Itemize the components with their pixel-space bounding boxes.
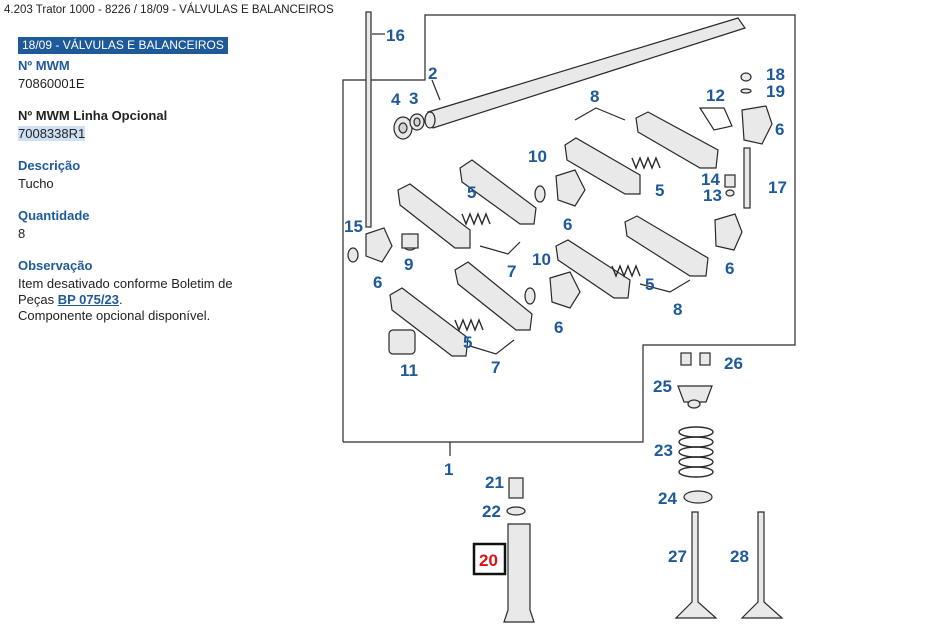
callout-9[interactable]: 9 [404, 255, 413, 274]
section-badge: 18/09 - VÁLVULAS E BALANCEIROS [18, 37, 228, 54]
highlighted-callout-20[interactable]: 20 [472, 542, 507, 576]
callout-19[interactable]: 19 [766, 82, 785, 101]
callout-28[interactable]: 28 [730, 547, 749, 566]
callout-3[interactable]: 3 [409, 89, 418, 108]
callout-12[interactable]: 12 [706, 86, 725, 105]
callout-7[interactable]: 7 [491, 358, 500, 377]
observation-text: Item desativado conforme Boletim de Peça… [18, 276, 258, 324]
callout-6[interactable]: 6 [725, 259, 734, 278]
callout-10[interactable]: 10 [528, 147, 547, 166]
callout-20[interactable]: 20 [479, 551, 498, 570]
spring-retainer-part [677, 385, 713, 403]
callout-5[interactable]: 5 [655, 181, 664, 200]
callout-17[interactable]: 17 [768, 178, 787, 197]
callout-13[interactable]: 13 [703, 186, 722, 205]
callout-5[interactable]: 5 [463, 333, 472, 352]
callout-5[interactable]: 5 [645, 275, 654, 294]
rocker-arms [389, 111, 719, 357]
springs [454, 156, 661, 332]
optional-line-label: Nº MWM Linha Opcional [18, 108, 168, 123]
callout-8[interactable]: 8 [590, 87, 599, 106]
observation-line3: Componente opcional disponível. [18, 308, 211, 323]
observation-line2-suffix: . [118, 292, 123, 307]
observation-line1: Item desativado conforme Boletim de [18, 276, 233, 291]
callout-10[interactable]: 10 [532, 250, 551, 269]
pushrod-part [365, 11, 372, 228]
callout-6[interactable]: 6 [563, 215, 572, 234]
callout-8[interactable]: 8 [673, 300, 682, 319]
tappet-part [503, 523, 535, 623]
callout-6[interactable]: 6 [775, 120, 784, 139]
valve-spring [678, 426, 714, 478]
callout-22[interactable]: 22 [482, 502, 501, 521]
description-label: Descrição [18, 158, 81, 173]
optional-line-value: 7008338R1 [18, 126, 86, 141]
callout-25[interactable]: 25 [653, 377, 672, 396]
exhaust-valve-part [740, 511, 784, 619]
callout-2[interactable]: 2 [428, 64, 437, 83]
callout-16[interactable]: 16 [386, 26, 405, 45]
callout-6[interactable]: 6 [554, 318, 563, 337]
quantity-label: Quantidade [18, 208, 90, 223]
description-value: Tucho [18, 176, 54, 191]
callout-11[interactable]: 11 [400, 361, 418, 380]
callout-14[interactable]: 14 [701, 170, 720, 189]
breadcrumb: 4.203 Trator 1000 - 8226 / 18/09 - VÁLVU… [4, 4, 334, 16]
callout-24[interactable]: 24 [658, 489, 677, 508]
callout-18[interactable]: 18 [766, 65, 785, 84]
observation-label: Observação [18, 258, 93, 273]
callout-5[interactable]: 5 [467, 183, 476, 202]
exploded-parts-diagram: 1 2 3 4 5 5 5 5 6 6 6 6 6 7 7 8 8 9 10 1… [342, 11, 796, 623]
callout-1[interactable]: 1 [444, 460, 453, 479]
mwm-value: 70860001E [18, 76, 85, 91]
callout-15[interactable]: 15 [344, 217, 363, 236]
callout-7[interactable]: 7 [507, 262, 516, 281]
part-details-panel: 18/09 - VÁLVULAS E BALANCEIROS Nº MWM 70… [18, 36, 258, 324]
intake-valve-part [674, 511, 718, 619]
quantity-value: 8 [18, 226, 26, 241]
callout-23[interactable]: 23 [654, 441, 673, 460]
mwm-label: Nº MWM [18, 58, 70, 73]
observation-line2-prefix: Peças [18, 292, 58, 307]
bulletin-link[interactable]: BP 075/23 [57, 292, 119, 307]
callout-4[interactable]: 4 [391, 90, 401, 109]
callout-21[interactable]: 21 [485, 473, 504, 492]
rocker-supports [365, 105, 773, 309]
callout-6[interactable]: 6 [373, 273, 382, 292]
callout-26[interactable]: 26 [724, 354, 743, 373]
rocker-shaft-part [427, 17, 746, 129]
callout-27[interactable]: 27 [668, 547, 687, 566]
